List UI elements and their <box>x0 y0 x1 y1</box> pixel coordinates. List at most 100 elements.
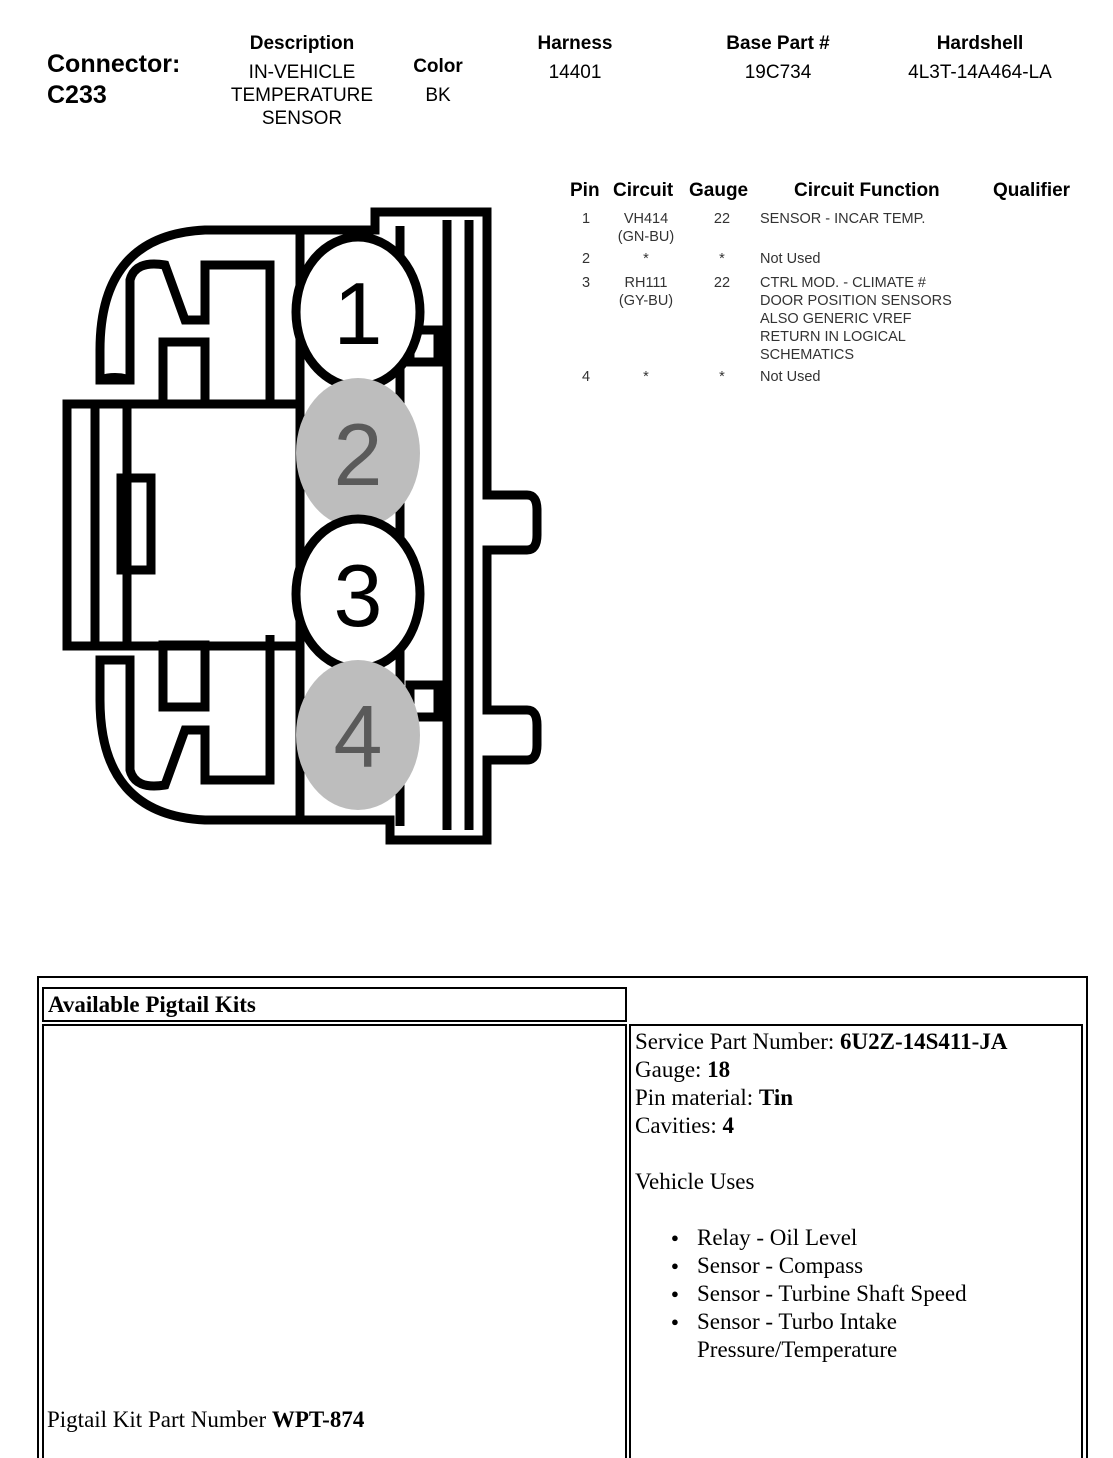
function-line: CTRL MOD. - CLIMATE # <box>760 275 926 291</box>
function-line: ALSO GENERIC VREF <box>760 311 912 327</box>
vehicle-use: Sensor - Turbine Shaft Speed <box>697 1281 967 1306</box>
cavities-value: 4 <box>722 1113 735 1138</box>
pigtail-kit-part: Pigtail Kit Part Number WPT-874 <box>47 1406 364 1434</box>
circuit-cell: * <box>606 250 686 268</box>
function-line: Not Used <box>760 251 821 267</box>
circuit-code: * <box>643 369 649 385</box>
kit-number: WPT-874 <box>271 1407 365 1432</box>
connector-id: C233 <box>47 81 107 109</box>
kit-label: Pigtail Kit Part Number <box>47 1407 272 1432</box>
base-part-value: 19C734 <box>744 62 812 83</box>
cavity-2 <box>296 378 420 528</box>
connector-label: Connector: C233 <box>47 49 180 111</box>
header-gauge: Gauge <box>689 180 749 201</box>
vehicle-use: Sensor - Turbo Intake Pressure/Temperatu… <box>697 1309 898 1362</box>
service-part-row: Service Part Number: 6U2Z-14S411-JA <box>635 1028 1077 1056</box>
description-line: TEMPERATURE <box>230 85 374 106</box>
header-qualifier: Qualifier <box>993 180 1071 201</box>
description-header: Description <box>249 33 355 54</box>
harness-column: Harness 14401 <box>505 33 645 84</box>
function-line: SCHEMATICS <box>760 347 854 363</box>
cavity-label-1: 1 <box>334 264 383 363</box>
pin-table: Pin Circuit Gauge Circuit Function Quali… <box>560 180 1100 392</box>
function-line: DOOR POSITION SENSORS <box>760 293 952 309</box>
function-cell: Not Used <box>760 368 820 386</box>
list-item: Sensor - Turbine Shaft Speed <box>635 1280 1077 1308</box>
table-row: 2 * * Not Used <box>560 250 1100 274</box>
circuit-color: (GN-BU) <box>617 229 675 245</box>
pigtail-title-cell: Available Pigtail Kits <box>42 987 627 1022</box>
cavity-label-4: 4 <box>334 687 383 786</box>
hardshell-column: Hardshell 4L3T-14A464-LA <box>880 33 1080 84</box>
cavities-row: Cavities: 4 <box>635 1112 1077 1140</box>
pin-material-value: Tin <box>758 1085 794 1110</box>
function-cell: Not Used <box>760 250 820 268</box>
gauge-value: 18 <box>707 1057 731 1082</box>
cavities-label: Cavities: <box>635 1113 723 1138</box>
body-key <box>116 473 156 575</box>
circuit-code: * <box>643 251 649 267</box>
circuit-color: (GY-BU) <box>618 293 674 309</box>
connector-face-diagram: 1 2 3 4 <box>62 207 542 845</box>
description-value: IN-VEHICLE TEMPERATURE SENSOR <box>212 61 392 130</box>
pigtail-details-cell: Service Part Number: 6U2Z-14S411-JA Gaug… <box>629 1024 1083 1458</box>
base-part-header: Base Part # <box>726 33 830 54</box>
color-column: Color BK <box>393 56 483 107</box>
list-item: Sensor - Compass <box>635 1252 1077 1280</box>
connector-body <box>62 399 305 651</box>
pigtail-details: Service Part Number: 6U2Z-14S411-JA Gaug… <box>631 1026 1081 1366</box>
circuit-cell: * <box>606 368 686 386</box>
circuit-cell: VH414 (GN-BU) <box>606 210 686 246</box>
pin-table-header: Pin Circuit Gauge Circuit Function Quali… <box>560 180 1100 206</box>
pigtail-image-cell: Pigtail Kit Part Number WPT-874 <box>42 1024 627 1458</box>
pigtail-table <box>37 976 1088 1458</box>
harness-value: 14401 <box>548 62 602 83</box>
pin-number: 2 <box>581 251 591 267</box>
header-circuit-function: Circuit Function <box>794 180 940 201</box>
pin-material-label: Pin material: <box>635 1085 759 1110</box>
function-line: SENSOR - INCAR TEMP. <box>760 211 926 227</box>
service-part-label: Service Part Number: <box>635 1029 841 1054</box>
cavity-group: 1 2 3 4 <box>291 232 425 810</box>
gauge-cell: 22 <box>713 275 731 291</box>
color-header: Color <box>413 56 463 77</box>
connector-label-text: Connector: <box>47 50 181 78</box>
circuit-cell: RH111 (GY-BU) <box>606 274 686 310</box>
latch-outline <box>98 373 132 385</box>
pigtail-title: Available Pigtail Kits <box>48 992 256 1017</box>
circuit-code: RH111 <box>624 275 668 291</box>
cavity-4 <box>296 660 420 810</box>
function-cell: SENSOR - INCAR TEMP. <box>760 210 925 228</box>
circuit-code: VH414 <box>623 211 669 227</box>
function-cell: CTRL MOD. - CLIMATE # DOOR POSITION SENS… <box>760 274 952 364</box>
header-pin: Pin <box>570 180 600 201</box>
description-column: Description IN-VEHICLE TEMPERATURE SENSO… <box>212 33 392 130</box>
service-part-value: 6U2Z-14S411-JA <box>840 1029 1008 1054</box>
cavity-label-2: 2 <box>334 405 383 504</box>
function-line: RETURN IN LOGICAL <box>760 329 906 345</box>
base-part-column: Base Part # 19C734 <box>690 33 866 84</box>
description-line: IN-VEHICLE <box>248 62 356 83</box>
gauge-row: Gauge: 18 <box>635 1056 1077 1084</box>
gauge-cell: 22 <box>713 211 731 227</box>
latch-post <box>158 640 210 712</box>
list-item: Sensor - Turbo Intake Pressure/Temperatu… <box>635 1308 997 1364</box>
hardshell-header: Hardshell <box>936 33 1024 54</box>
cavity-label-3: 3 <box>334 546 383 645</box>
table-row: 4 * * Not Used <box>560 368 1100 392</box>
latch-post <box>158 337 210 409</box>
vehicle-use: Sensor - Compass <box>697 1253 864 1278</box>
function-line: Not Used <box>760 369 821 385</box>
housing-right-outline <box>295 207 542 845</box>
gauge-cell: * <box>719 369 725 385</box>
table-row: 3 RH111 (GY-BU) 22 CTRL MOD. - CLIMATE #… <box>560 274 1100 368</box>
harness-header: Harness <box>537 33 613 54</box>
list-item: Relay - Oil Level <box>635 1224 1077 1252</box>
pin-material-row: Pin material: Tin <box>635 1084 1077 1112</box>
header-circuit: Circuit <box>613 180 674 201</box>
color-value: BK <box>425 85 451 106</box>
pin-number: 1 <box>581 211 591 227</box>
vehicle-uses-list: Relay - Oil Level Sensor - Compass Senso… <box>635 1224 1077 1364</box>
pin-number: 4 <box>581 369 591 385</box>
latch-outline <box>95 635 300 825</box>
